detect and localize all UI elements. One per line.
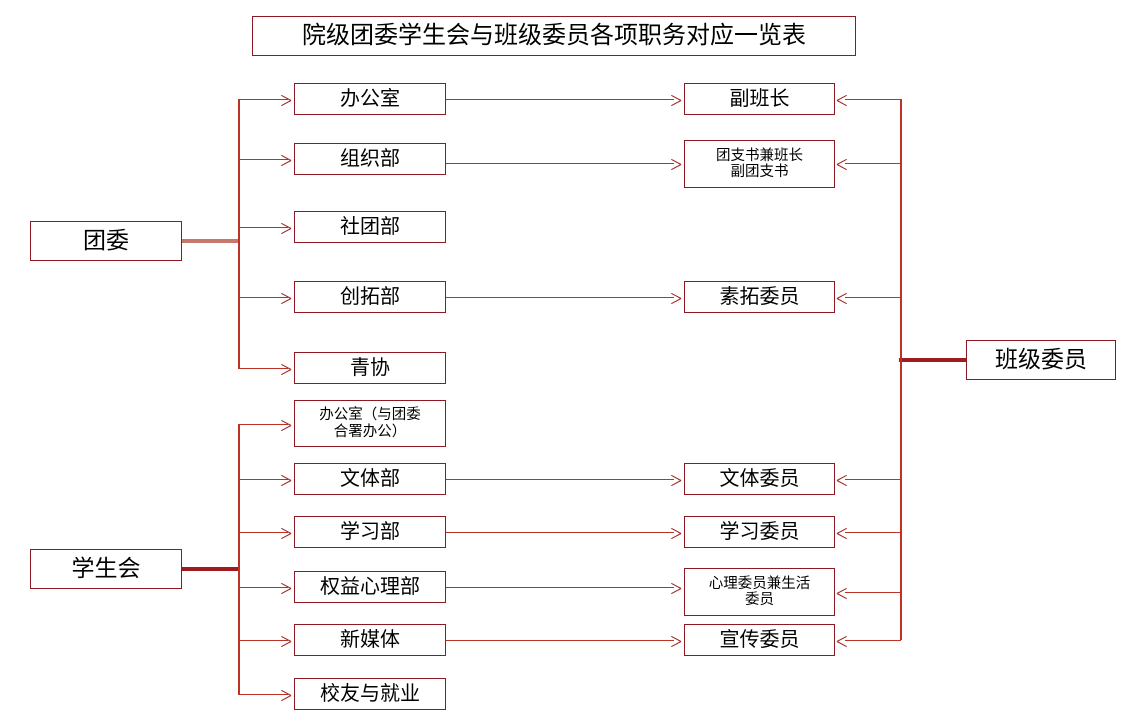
department-box-chuangtuobu[interactable]: 创拓部 <box>294 281 446 313</box>
connector-xsh-to-wentibu <box>238 479 288 480</box>
connector-zuzhibu-to-tuanzhishu <box>446 163 674 164</box>
connector-tuanwei-to-bangongshi <box>238 99 288 100</box>
arrowhead-xsh-xiaoyouyujiuye <box>280 689 291 700</box>
root-node-xueshenghui[interactable]: 学生会 <box>30 549 182 589</box>
department-box-xuexibu[interactable]: 学习部 <box>294 516 446 548</box>
connector-banji-to-wentiweiyuan <box>845 479 901 480</box>
connector-banji-to-sutuoweiyuan <box>845 297 901 298</box>
root-node-banjiweiyuan[interactable]: 班级委员 <box>966 340 1116 380</box>
department-box-xinmeiti[interactable]: 新媒体 <box>294 624 446 656</box>
position-box-xuexiweiyuan[interactable]: 学习委员 <box>684 516 835 548</box>
trunk-tuanwei-vertical <box>238 99 240 369</box>
arrowhead-xsh-xinmeiti <box>280 635 291 646</box>
trunk-banjiweiyuan-vertical-upper <box>900 99 902 359</box>
position-box-sutuoweiyuan[interactable]: 素拓委员 <box>684 281 835 313</box>
connector-xinmeiti-to-xuanchuanweiyuan <box>446 640 674 641</box>
arrowhead-banji-sutuoweiyuan <box>837 292 848 303</box>
connector-banji-to-xuanchuanweiyuan <box>845 640 901 641</box>
arrowhead-tuanwei-chuangtuobu <box>280 292 291 303</box>
trunk-xueshenghui-stem <box>182 567 240 571</box>
connector-xsh-to-bangongshi-joint <box>238 424 288 425</box>
department-box-wentibu[interactable]: 文体部 <box>294 463 446 495</box>
trunk-banjiweiyuan-stem <box>899 358 967 362</box>
trunk-xueshenghui-vertical <box>238 424 240 694</box>
department-box-zuzhibu[interactable]: 组织部 <box>294 143 446 175</box>
arrowhead-banji-xinliweiyuan <box>837 587 848 598</box>
arrowhead-xsh-bangongshi-joint <box>280 419 291 430</box>
connector-tuanwei-to-shetuanbu <box>238 227 288 228</box>
connector-xuexibu-to-xuexiweiyuan <box>446 532 674 533</box>
connector-tuanwei-to-zuzhibu <box>238 159 288 160</box>
arrowhead-tuanwei-qingxie <box>280 363 291 374</box>
connector-xsh-to-xuexibu <box>238 532 288 533</box>
position-box-xuanchuanweiyuan[interactable]: 宣传委员 <box>684 624 835 656</box>
department-box-bangongshi-joint[interactable]: 办公室（与团委 合署办公） <box>294 400 446 447</box>
position-box-wentiweiyuan[interactable]: 文体委员 <box>684 463 835 495</box>
arrowhead-tuanwei-shetuanbu <box>280 222 291 233</box>
arrowhead-bangongshi-fubanzhang <box>670 94 681 105</box>
arrowhead-quanyixinlibu-xinliweiyuan <box>670 582 681 593</box>
arrowhead-xsh-xuexibu <box>280 527 291 538</box>
connector-xsh-to-xinmeiti <box>238 640 288 641</box>
connector-banji-to-xinliweiyuan <box>845 592 901 593</box>
arrowhead-chuangtuobu-sutuo <box>670 292 681 303</box>
arrowhead-xuexibu-xuexiweiyuan <box>670 527 681 538</box>
connector-tuanwei-to-qingxie <box>238 368 288 369</box>
connector-chuangtuobu-to-sutuo <box>446 297 674 298</box>
arrowhead-zuzhibu-tuanzhishu <box>670 158 681 169</box>
arrowhead-banji-wentiweiyuan <box>837 474 848 485</box>
connector-xsh-to-xiaoyouyujiuye <box>238 694 288 695</box>
arrowhead-xsh-wentibu <box>280 474 291 485</box>
position-box-xinliweiyuan-jian-shenghuo[interactable]: 心理委员兼生活 委员 <box>684 568 835 616</box>
arrowhead-banji-xuexiweiyuan <box>837 527 848 538</box>
arrowhead-wentibu-wentiweiyuan <box>670 474 681 485</box>
connector-banji-to-tuanzhishu <box>845 163 901 164</box>
arrowhead-banji-fubanzhang <box>837 94 848 105</box>
arrowhead-banji-tuanzhishu <box>837 158 848 169</box>
department-box-quanyixinlibu[interactable]: 权益心理部 <box>294 571 446 603</box>
department-box-xiaoyouyujiuye[interactable]: 校友与就业 <box>294 678 446 710</box>
position-box-fubanzhang[interactable]: 副班长 <box>684 83 835 115</box>
connector-xsh-to-quanyixinlibu <box>238 587 288 588</box>
position-box-tuanzhishu-jian-banzhang[interactable]: 团支书兼班长 副团支书 <box>684 140 835 188</box>
connector-wentibu-to-wentiweiyuan <box>446 479 674 480</box>
connector-banji-to-xuexiweiyuan <box>845 532 901 533</box>
arrowhead-tuanwei-bangongshi <box>280 94 291 105</box>
diagram-title: 院级团委学生会与班级委员各项职务对应一览表 <box>252 16 856 56</box>
connector-tuanwei-to-chuangtuobu <box>238 297 288 298</box>
root-node-tuanwei[interactable]: 团委 <box>30 221 182 261</box>
department-box-bangongshi[interactable]: 办公室 <box>294 83 446 115</box>
trunk-tuanwei-stem <box>182 239 240 243</box>
arrowhead-xinmeiti-xuanchuanweiyuan <box>670 635 681 646</box>
department-box-qingxie[interactable]: 青协 <box>294 352 446 384</box>
arrowhead-xsh-quanyixinlibu <box>280 582 291 593</box>
arrowhead-banji-xuanchuanweiyuan <box>837 635 848 646</box>
department-box-shetuanbu[interactable]: 社团部 <box>294 211 446 243</box>
connector-quanyixinlibu-to-xinliweiyuan <box>446 587 674 588</box>
connector-banji-to-fubanzhang <box>845 99 901 100</box>
arrowhead-tuanwei-zuzhibu <box>280 154 291 165</box>
trunk-banjiweiyuan-vertical-lower <box>900 358 902 640</box>
connector-bangongshi-to-fubanzhang <box>446 99 674 100</box>
